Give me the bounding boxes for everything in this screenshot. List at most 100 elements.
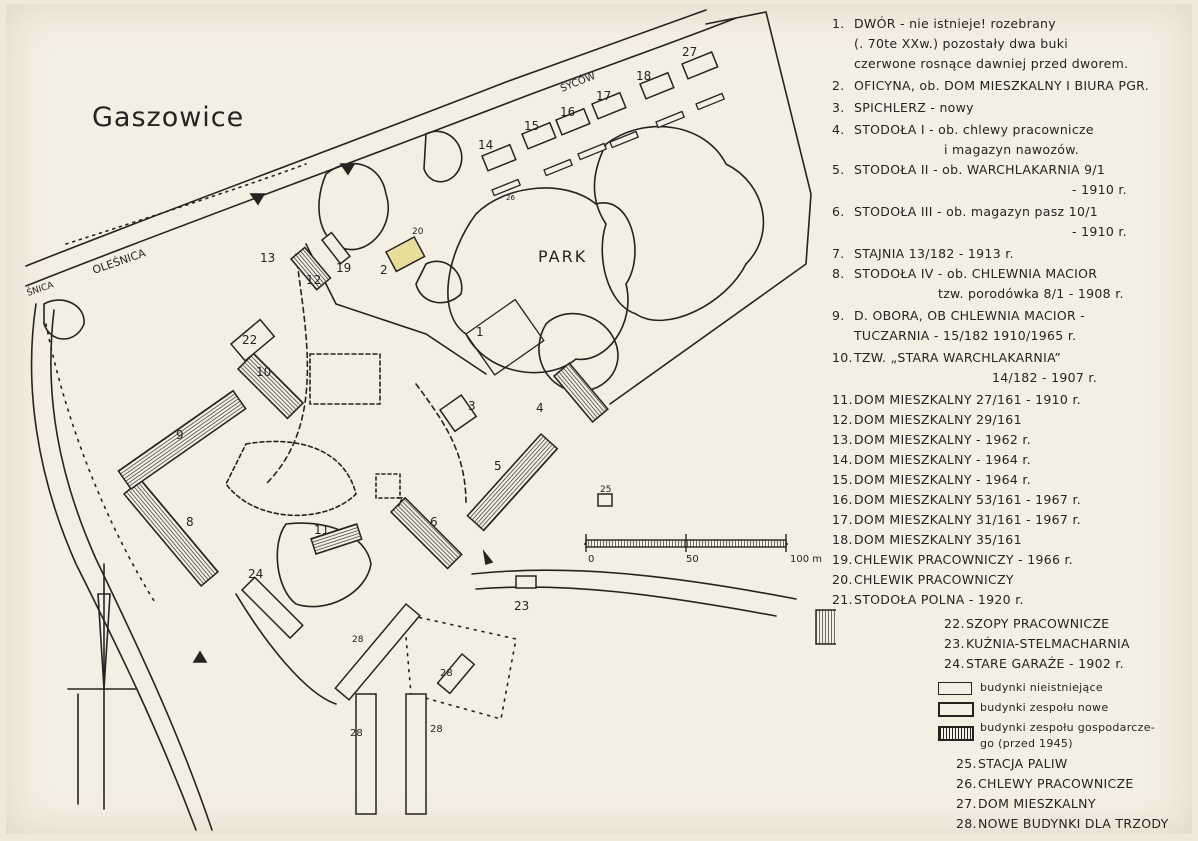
building-25 — [597, 493, 613, 507]
legend-item-26: 26.CHLEWY PRACOWNICZE — [956, 774, 1134, 794]
label-28b: 28 — [440, 668, 453, 679]
key-old-2: go (przed 1945) — [980, 737, 1073, 750]
legend-number: 7. — [832, 246, 845, 261]
legend-number: 17. — [832, 512, 853, 527]
building-11 — [310, 523, 363, 555]
legend-number: 6. — [832, 204, 845, 219]
label-19: 19 — [336, 261, 351, 275]
legend-number: 13. — [832, 432, 853, 447]
road-west-edge — [30, 303, 197, 831]
scale-mid: 50 — [686, 554, 699, 565]
road-sycow-north-edge — [25, 9, 707, 267]
legend-text: DOM MIESZKALNY 27/161 - 1910 r. — [854, 392, 1082, 407]
legend-number: 27. — [956, 796, 977, 811]
south-road-2 — [475, 586, 777, 617]
label-20: 20 — [412, 227, 424, 237]
chlew-26 — [695, 92, 726, 111]
key-new: budynki zespołu nowe — [980, 701, 1109, 714]
legend-text: CHLEWY PRACOWNICZE — [978, 776, 1134, 791]
building-8 — [122, 478, 220, 587]
legend-text: DOM MIESZKALNY - 1964 r. — [854, 472, 1031, 487]
legend-sub: czerwone rosnące dawniej przed dworem. — [854, 56, 1129, 71]
building-24 — [240, 576, 304, 640]
building-2 — [384, 235, 426, 273]
southwest-track — [235, 593, 337, 705]
legend-item-18: 18.DOM MIESZKALNY 35/161 — [832, 530, 1022, 550]
legend-text: STODOŁA POLNA - 1920 r. — [854, 592, 1024, 607]
building-12 — [320, 231, 351, 265]
legend-item-25: 25.STACJA PALIW — [956, 754, 1068, 774]
label-5: 5 — [494, 459, 502, 473]
building-6 — [389, 496, 463, 570]
chlew-26 — [609, 130, 640, 149]
legend-text: STARE GARAŻE - 1902 r. — [966, 656, 1124, 671]
key-swatch-nonexist — [938, 682, 972, 695]
building-10 — [236, 352, 305, 420]
legend-number: 2. — [832, 78, 845, 93]
key-swatch-new — [938, 702, 974, 717]
east-boundary — [609, 11, 812, 405]
legend-sub: TUCZARNIA - 15/182 1910/1965 r. — [854, 328, 1077, 343]
label-2: 2 — [380, 263, 388, 277]
park-trees — [447, 187, 636, 374]
building-28c — [405, 693, 427, 815]
building-13 — [289, 246, 332, 291]
label-25: 25 — [600, 485, 611, 495]
label-22: 22 — [242, 333, 257, 347]
chlew-26 — [655, 110, 686, 129]
legend-item-10: 10.TZW. „STARA WARCHLAKARNIA” — [832, 348, 1061, 368]
legend-text: DWÓR - nie istnieje! rozebrany — [854, 16, 1056, 31]
park-label: PARK — [538, 247, 587, 266]
building-23 — [515, 575, 537, 589]
key-old: budynki zespołu gospodarcze- — [980, 721, 1156, 734]
legend-text: STAJNIA 13/182 - 1913 r. — [854, 246, 1014, 261]
legend-item-15: 15.DOM MIESZKALNY - 1964 r. — [832, 470, 1031, 490]
building-16 — [555, 107, 591, 136]
legend-text: SZOPY PRACOWNICZE — [966, 616, 1110, 631]
label-14: 14 — [478, 138, 493, 152]
building-3 — [438, 394, 478, 433]
building-15 — [521, 121, 557, 150]
building-4 — [552, 362, 609, 424]
chlew-26 — [577, 142, 608, 161]
label-23: 23 — [514, 599, 529, 613]
label-13: 13 — [260, 251, 275, 265]
legend-text: DOM MIESZKALNY — [978, 796, 1096, 811]
legend-item-19: 19.CHLEWIK PRACOWNICZY - 1966 r. — [832, 550, 1073, 570]
legend-text: STODOŁA I - ob. chlewy pracownicze — [854, 122, 1094, 137]
legend-item-16: 16.DOM MIESZKALNY 53/161 - 1967 r. — [832, 490, 1081, 510]
legend-number: 11. — [832, 392, 853, 407]
legend-text: STACJA PALIW — [978, 756, 1068, 771]
building-5 — [466, 432, 559, 532]
label-28d: 28 — [430, 724, 443, 735]
legend-item-27: 27.DOM MIESZKALNY — [956, 794, 1096, 814]
key-swatch-old — [938, 726, 974, 741]
chlew-label: 26 — [506, 194, 515, 202]
building-28d — [436, 652, 476, 695]
legend-text: DOM MIESZKALNY 29/161 — [854, 412, 1022, 427]
legend-item-12: 12.DOM MIESZKALNY 29/161 — [832, 410, 1022, 430]
label-8: 8 — [186, 515, 194, 529]
legend-text: DOM MIESZKALNY 31/161 - 1967 r. — [854, 512, 1082, 527]
legend-text: DOM MIESZKALNY 53/161 - 1967 r. — [854, 492, 1082, 507]
building-27 — [681, 51, 719, 80]
label-12: 12 — [306, 273, 321, 287]
legend-item-24: 24.STARE GARAŻE - 1902 r. — [944, 654, 1124, 674]
legend-number: 1. — [832, 16, 845, 31]
legend-number: 3. — [832, 100, 845, 115]
chlew-26 — [491, 178, 522, 197]
site-plan: SYCÓW OLEŚNICA ŚNICA PARK 1 2 3 4 5 6 7 … — [25, 9, 836, 831]
legend-item-21: 21.STODOŁA POLNA - 1920 r. — [832, 590, 1024, 610]
scale-end: 100 m — [790, 554, 822, 565]
south-road — [471, 569, 797, 600]
legend-item-8: 8.STODOŁA IV - ob. CHLEWNIA MACIOR — [832, 264, 1097, 284]
label-16: 16 — [560, 105, 575, 119]
label-4: 4 — [536, 401, 544, 415]
legend-item-17: 17.DOM MIESZKALNY 31/161 - 1967 r. — [832, 510, 1081, 530]
key-nonexist: budynki nieistniejące — [980, 681, 1103, 694]
legend-number: 28. — [956, 816, 977, 831]
building-17 — [591, 91, 627, 120]
legend-number: 24. — [944, 656, 965, 671]
label-18: 18 — [636, 69, 651, 83]
label-28c: 28 — [350, 728, 363, 739]
